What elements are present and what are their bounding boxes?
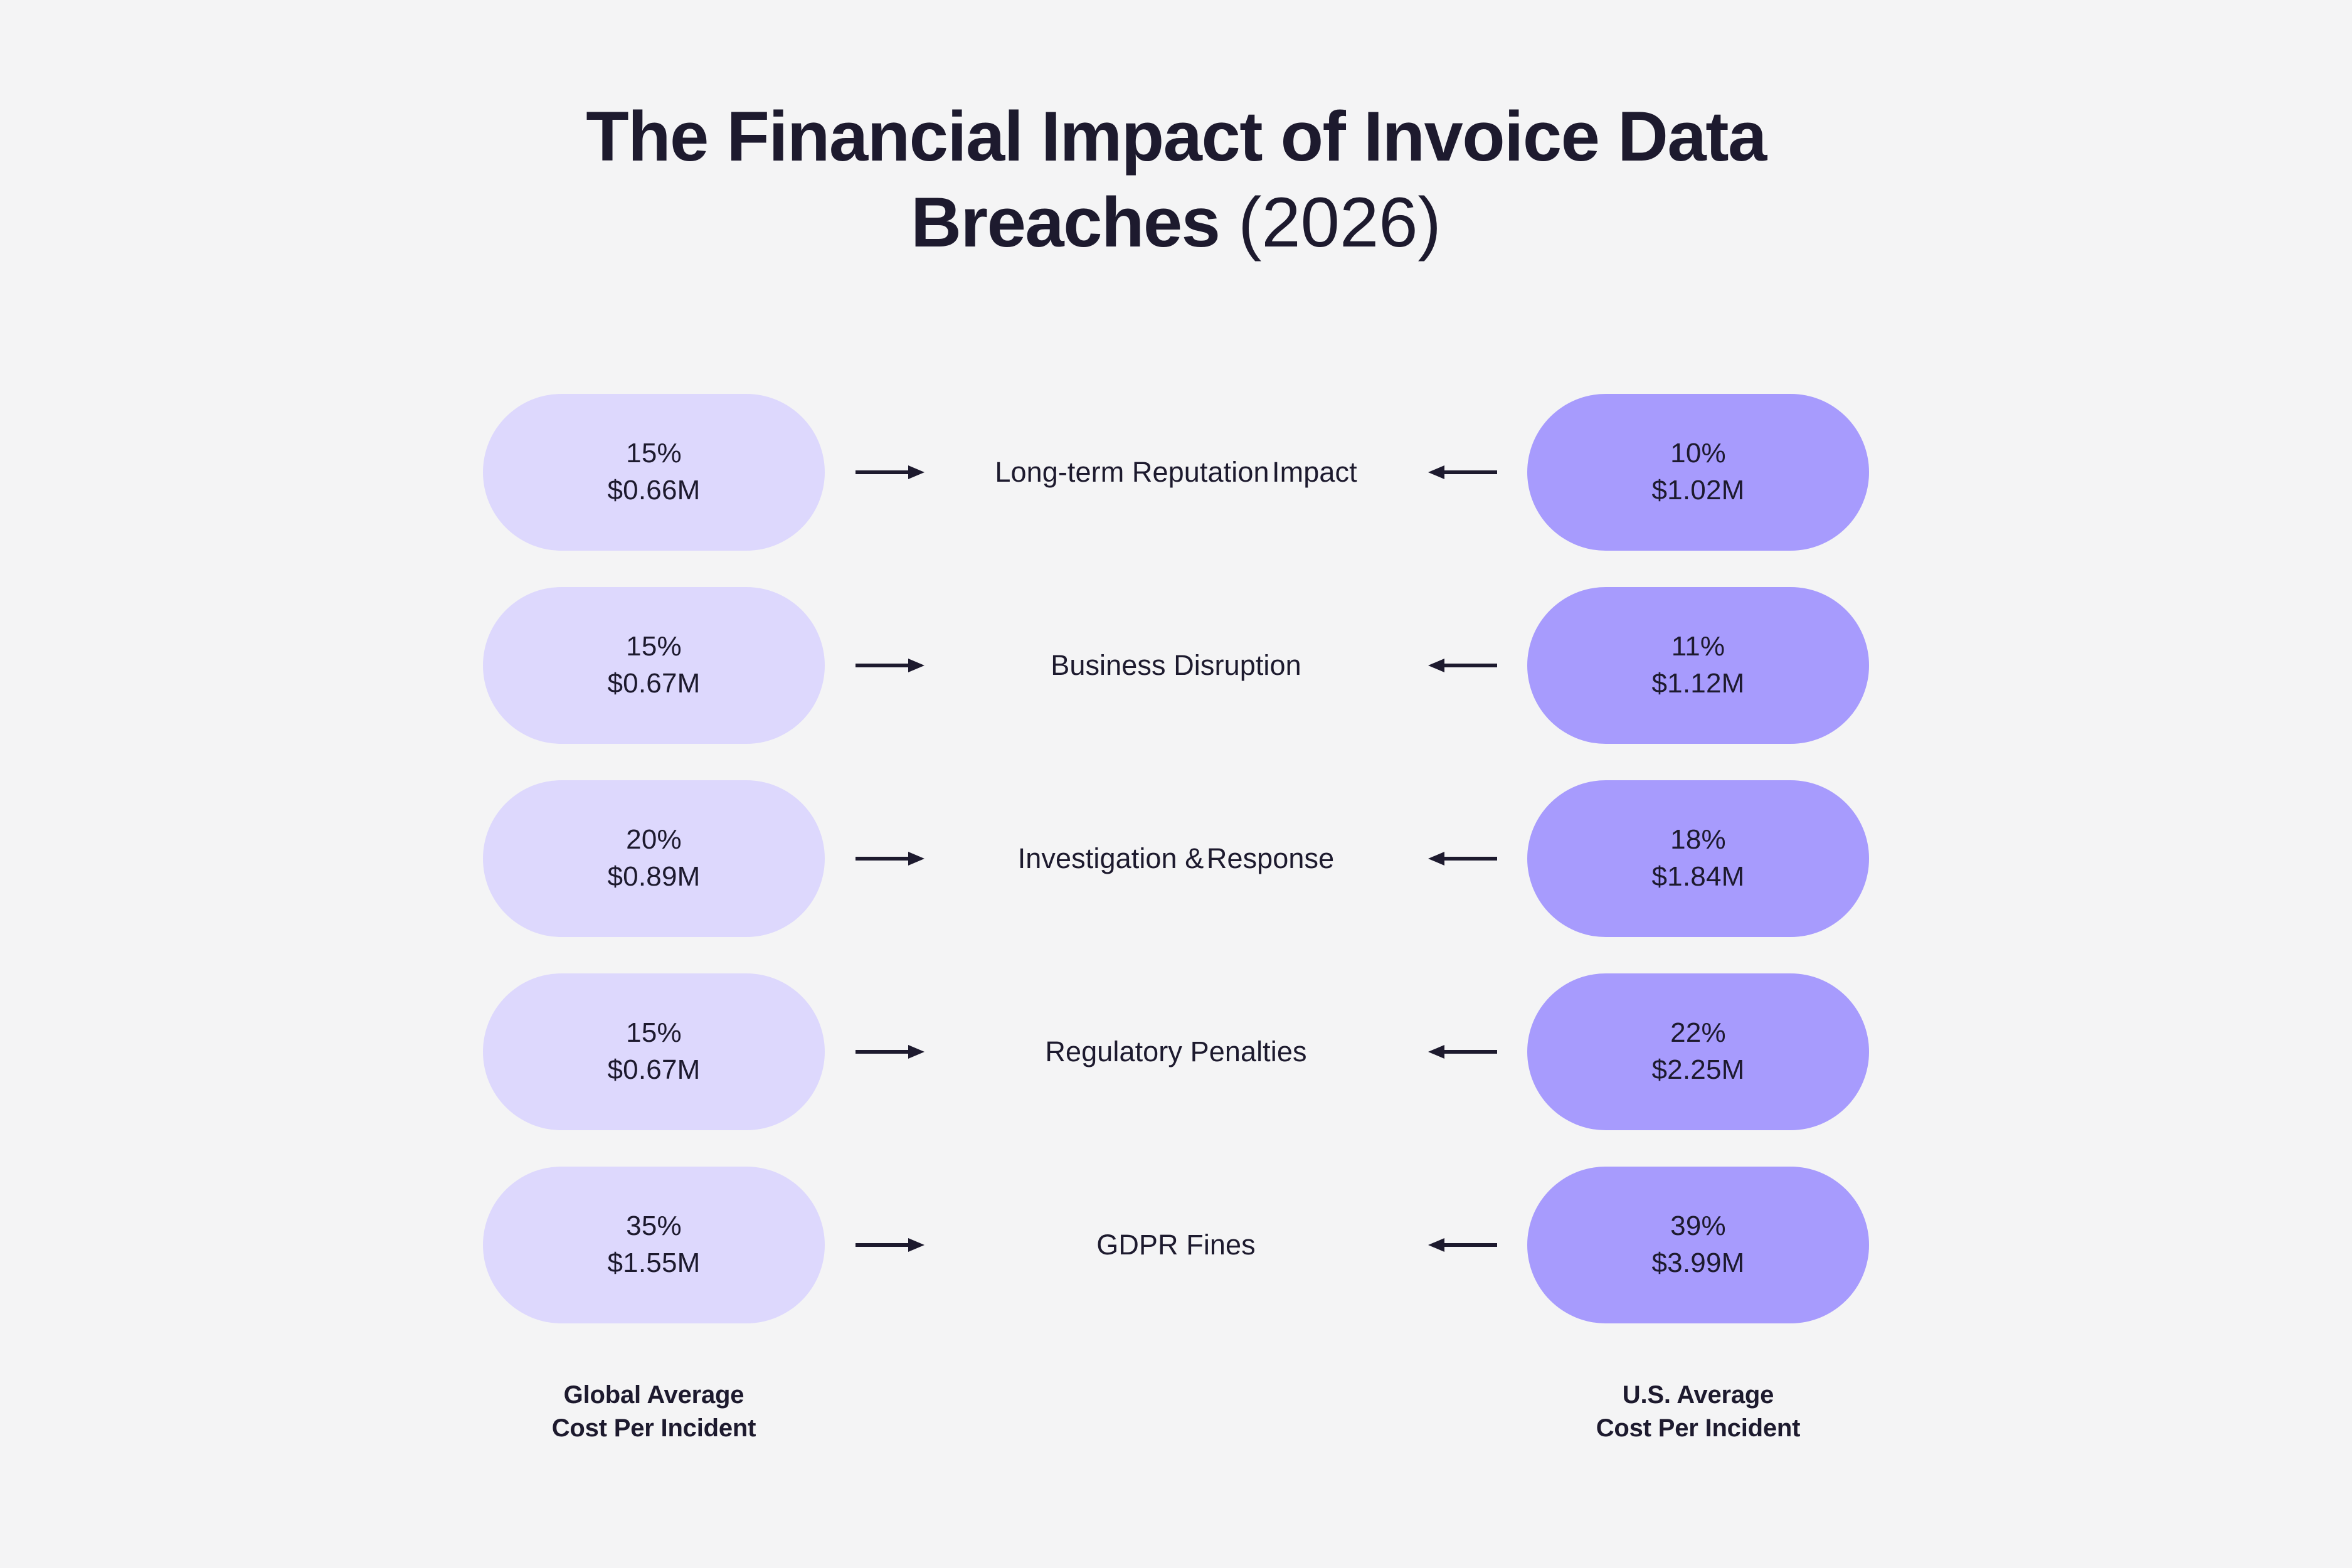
legend-us: U.S. Average Cost Per Incident xyxy=(1527,1379,1869,1445)
legend-spacer xyxy=(825,1379,1527,1445)
arrow-left-icon xyxy=(1397,653,1527,678)
global-percent-value: 20% xyxy=(626,824,682,856)
global-cost-pill: 15% $0.67M xyxy=(483,587,825,744)
us-cost-pill: 39% $3.99M xyxy=(1527,1167,1869,1323)
us-percent-value: 10% xyxy=(1670,438,1726,469)
legend-us-line-1: U.S. Average xyxy=(1622,1381,1774,1409)
us-cost-pill: 11% $1.12M xyxy=(1527,587,1869,744)
global-cost-pill: 35% $1.55M xyxy=(483,1167,825,1323)
global-cost-value: $0.67M xyxy=(607,1054,701,1085)
arrow-left-icon xyxy=(1397,1232,1527,1258)
category-label: Regulatory Penalties xyxy=(955,1033,1397,1071)
global-cost-value: $0.89M xyxy=(607,861,701,892)
title-line-1: The Financial Impact of Invoice Data xyxy=(586,97,1767,176)
category-label-line-2: Response xyxy=(1206,842,1335,875)
arrow-right-icon xyxy=(825,653,955,678)
us-cost-value: $1.02M xyxy=(1651,475,1745,506)
legend-global-line-2: Cost Per Incident xyxy=(551,1414,756,1442)
title-line-2: Breaches (2026) xyxy=(0,180,2352,266)
legend-global-line-1: Global Average xyxy=(563,1381,744,1409)
global-cost-value: $1.55M xyxy=(607,1248,701,1278)
us-cost-value: $1.84M xyxy=(1651,861,1745,892)
global-percent-value: 15% xyxy=(626,438,682,469)
category-label-line-1: Long-term Reputation xyxy=(995,456,1269,489)
legend: Global Average Cost Per Incident U.S. Av… xyxy=(0,1379,2352,1445)
global-cost-pill: 15% $0.67M xyxy=(483,973,825,1130)
us-percent-value: 39% xyxy=(1670,1210,1726,1242)
us-percent-value: 18% xyxy=(1670,824,1726,856)
category-label-line-2: Impact xyxy=(1272,456,1357,489)
page-title: The Financial Impact of Invoice Data Bre… xyxy=(0,94,2352,265)
global-cost-value: $0.67M xyxy=(607,668,701,699)
category-label-line-1: Investigation & xyxy=(1017,842,1204,875)
legend-global: Global Average Cost Per Incident xyxy=(483,1379,825,1445)
arrow-left-icon xyxy=(1397,1039,1527,1064)
arrow-left-icon xyxy=(1397,846,1527,871)
comparison-row: 15% $0.67M Business Disruption 11% $1.12… xyxy=(0,587,2352,744)
arrow-right-icon xyxy=(825,1039,955,1064)
category-label: Business Disruption xyxy=(955,647,1397,684)
comparison-rows: 15% $0.66M Long-term Reputation Impact 1… xyxy=(0,394,2352,1323)
us-percent-value: 11% xyxy=(1671,631,1725,662)
comparison-row: 15% $0.67M Regulatory Penalties 22% $2.2… xyxy=(0,973,2352,1130)
global-percent-value: 35% xyxy=(626,1210,682,1242)
category-label: Long-term Reputation Impact xyxy=(955,453,1397,491)
category-label: Investigation & Response xyxy=(955,840,1397,877)
us-cost-pill: 18% $1.84M xyxy=(1527,780,1869,937)
arrow-right-icon xyxy=(825,460,955,485)
us-cost-value: $3.99M xyxy=(1651,1248,1745,1278)
title-line-2-main: Breaches xyxy=(911,183,1239,262)
comparison-row: 35% $1.55M GDPR Fines 39% $3.99M xyxy=(0,1167,2352,1323)
legend-us-line-2: Cost Per Incident xyxy=(1596,1414,1801,1442)
category-label-line-1: GDPR Fines xyxy=(1096,1229,1256,1261)
global-percent-value: 15% xyxy=(626,1017,682,1049)
comparison-row: 15% $0.66M Long-term Reputation Impact 1… xyxy=(0,394,2352,551)
us-cost-pill: 22% $2.25M xyxy=(1527,973,1869,1130)
category-label: GDPR Fines xyxy=(955,1226,1397,1264)
comparison-row: 20% $0.89M Investigation & Response 18% … xyxy=(0,780,2352,937)
title-year: (2026) xyxy=(1238,183,1441,262)
global-cost-pill: 15% $0.66M xyxy=(483,394,825,551)
category-label-line-1: Business Disruption xyxy=(1051,649,1301,682)
us-cost-value: $1.12M xyxy=(1651,668,1745,699)
global-percent-value: 15% xyxy=(626,631,682,662)
arrow-right-icon xyxy=(825,1232,955,1258)
arrow-left-icon xyxy=(1397,460,1527,485)
us-percent-value: 22% xyxy=(1670,1017,1726,1049)
category-label-line-1: Regulatory Penalties xyxy=(1045,1036,1307,1068)
global-cost-pill: 20% $0.89M xyxy=(483,780,825,937)
global-cost-value: $0.66M xyxy=(607,475,701,506)
us-cost-value: $2.25M xyxy=(1651,1054,1745,1085)
us-cost-pill: 10% $1.02M xyxy=(1527,394,1869,551)
arrow-right-icon xyxy=(825,846,955,871)
